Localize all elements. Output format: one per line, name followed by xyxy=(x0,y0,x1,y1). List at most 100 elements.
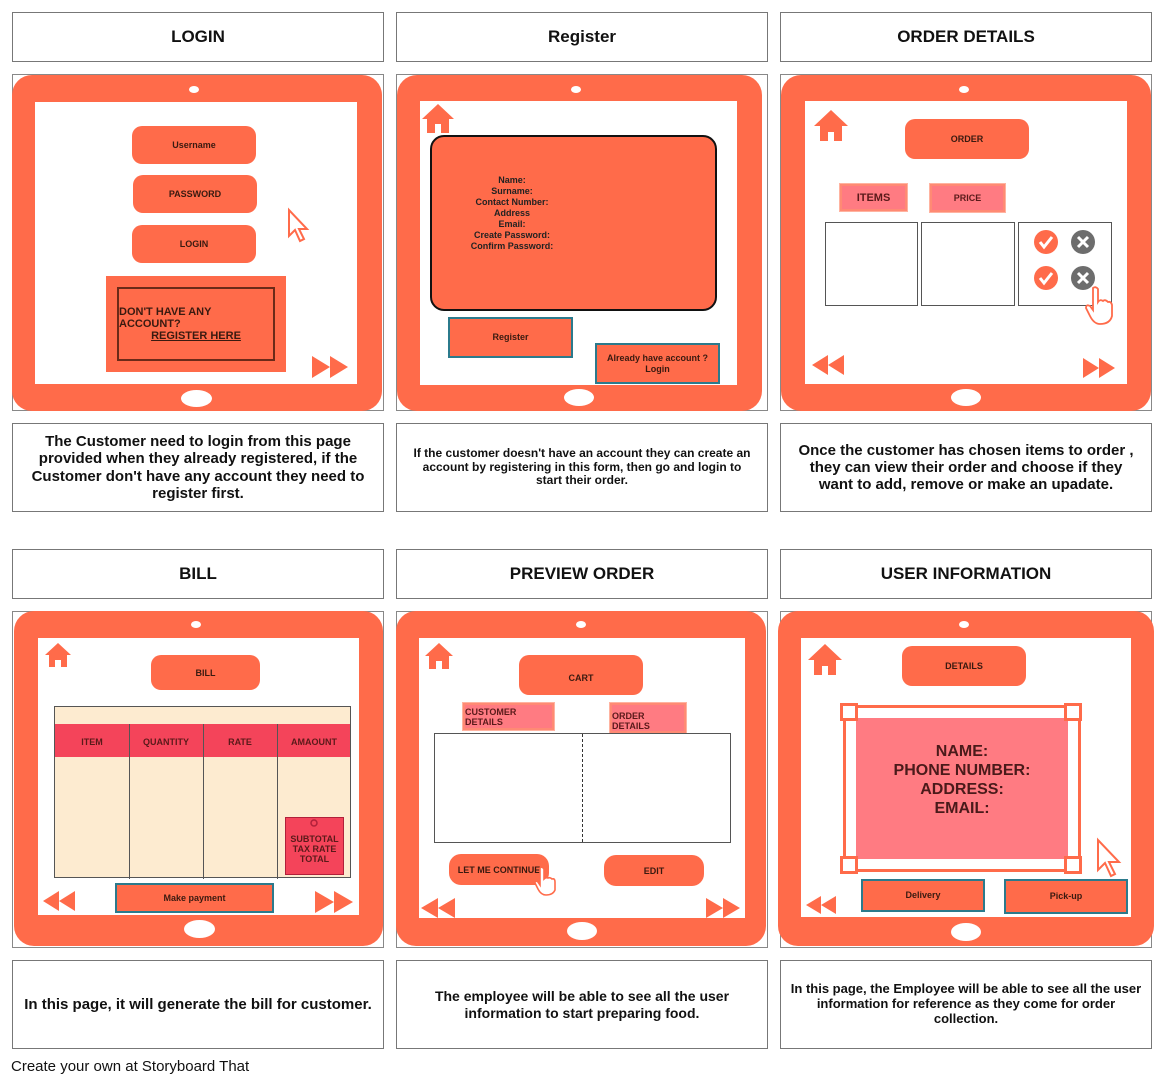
order-label-button[interactable]: ORDER xyxy=(905,119,1029,159)
bill-header-item: ITEM xyxy=(81,737,103,747)
name-field-label: Name: xyxy=(498,175,526,185)
home-icon[interactable] xyxy=(424,642,454,670)
column-divider xyxy=(277,724,278,879)
home-icon[interactable] xyxy=(44,642,72,668)
home-icon[interactable] xyxy=(813,108,849,142)
panel-title: BILL xyxy=(12,549,384,599)
rewind-icon[interactable] xyxy=(806,896,838,914)
home-button[interactable] xyxy=(564,389,594,406)
bill-label-button: BILL xyxy=(151,655,260,690)
check-icon[interactable] xyxy=(1033,265,1059,291)
address-label: ADDRESS: xyxy=(920,781,1004,798)
camera-dot xyxy=(191,621,201,628)
login-button[interactable]: LOGIN xyxy=(132,225,256,263)
remove-icon[interactable] xyxy=(1070,265,1096,291)
name-label: NAME: xyxy=(935,743,989,760)
panel-description: In this page, the Employee will be able … xyxy=(780,960,1152,1049)
items-tag: ITEMS xyxy=(839,183,908,212)
preview-divider xyxy=(582,734,583,842)
panel-title: ORDER DETAILS xyxy=(780,12,1152,62)
fast-forward-icon[interactable] xyxy=(312,356,350,378)
camera-dot xyxy=(959,621,969,628)
customer-details-tag[interactable]: CUSTOMER DETAILS xyxy=(462,702,555,731)
bill-header-rate: RATE xyxy=(228,737,252,747)
column-divider xyxy=(203,724,204,879)
camera-dot xyxy=(571,86,581,93)
order-details-tag[interactable]: ORDER DETAILS xyxy=(609,702,687,734)
bill-header-amount: AMAOUNT xyxy=(291,737,337,747)
password-field[interactable]: PASSWORD xyxy=(133,175,257,213)
fast-forward-icon[interactable] xyxy=(1083,358,1117,378)
price-box xyxy=(921,222,1015,306)
user-info-card: NAME: PHONE NUMBER: ADDRESS: EMAIL: xyxy=(856,718,1068,859)
resize-handle[interactable] xyxy=(1064,856,1082,874)
let-me-continue-button[interactable]: LET ME CONTINUE xyxy=(449,854,549,885)
rewind-icon[interactable] xyxy=(812,355,846,375)
resize-handle[interactable] xyxy=(840,856,858,874)
home-icon[interactable] xyxy=(421,102,455,134)
home-button[interactable] xyxy=(951,923,981,941)
rewind-icon[interactable] xyxy=(43,891,77,911)
cursor-arrow-icon xyxy=(1097,837,1122,878)
home-icon[interactable] xyxy=(807,642,843,676)
camera-dot xyxy=(576,621,586,628)
resize-handle[interactable] xyxy=(1064,703,1082,721)
home-button[interactable] xyxy=(181,390,212,407)
register-button[interactable]: Register xyxy=(448,317,573,358)
phone-label: PHONE NUMBER: xyxy=(893,762,1031,779)
remove-icon[interactable] xyxy=(1070,229,1096,255)
panel-description: In this page, it will generate the bill … xyxy=(12,960,384,1049)
hand-pointer-icon xyxy=(534,866,556,896)
items-box xyxy=(825,222,918,306)
fast-forward-icon[interactable] xyxy=(706,898,742,918)
panel-description: If the customer doesn't have an account … xyxy=(396,423,768,512)
form-fields: Name: Surname: Contact Number: Address E… xyxy=(432,175,592,252)
make-payment-button[interactable]: Make payment xyxy=(115,883,274,913)
home-button[interactable] xyxy=(951,389,981,406)
email-field-label: Email: xyxy=(498,219,526,229)
register-here-link[interactable]: REGISTER HERE xyxy=(151,330,241,342)
resize-handle[interactable] xyxy=(840,703,858,721)
panel-description: Once the customer has chosen items to or… xyxy=(780,423,1152,512)
panel-description: The employee will be able to see all the… xyxy=(396,960,768,1049)
panel-title: LOGIN xyxy=(12,12,384,62)
user-info-frame: NAME: PHONE NUMBER: ADDRESS: EMAIL: xyxy=(843,705,1081,872)
panel-title: Register xyxy=(396,12,768,62)
already-have-account-button[interactable]: Already have account ?Login xyxy=(595,343,720,384)
panel-description: The Customer need to login from this pag… xyxy=(12,423,384,512)
panel-title: PREVIEW ORDER xyxy=(396,549,768,599)
no-account-text: DON'T HAVE ANY ACCOUNT? xyxy=(119,306,212,330)
pickup-button[interactable]: Pick-up xyxy=(1004,879,1128,914)
home-button[interactable] xyxy=(567,922,597,940)
camera-dot xyxy=(959,86,969,93)
footer-link[interactable]: Create your own at Storyboard That xyxy=(11,1058,250,1075)
details-label-button: DETAILS xyxy=(902,646,1026,686)
cursor-arrow-icon xyxy=(288,207,310,243)
bill-header-quantity: QUANTITY xyxy=(143,737,189,747)
bill-table: ITEM QUANTITY RATE AMAOUNT xyxy=(54,706,351,879)
surname-field-label: Surname: xyxy=(491,186,533,196)
edit-button[interactable]: EDIT xyxy=(604,855,704,886)
contact-field-label: Contact Number: xyxy=(475,197,549,207)
delivery-button[interactable]: Delivery xyxy=(861,879,985,912)
registration-form[interactable]: Name: Surname: Contact Number: Address E… xyxy=(430,135,717,311)
hand-pointer-icon xyxy=(1085,286,1113,325)
username-field[interactable]: Username xyxy=(132,126,256,164)
fast-forward-icon[interactable] xyxy=(315,891,355,913)
panel-title: USER INFORMATION xyxy=(780,549,1152,599)
pin-icon xyxy=(310,819,318,827)
confirm-password-label: Confirm Password: xyxy=(470,241,554,251)
column-divider xyxy=(129,724,130,879)
bill-header-row xyxy=(55,724,350,757)
cart-label-button[interactable]: CART xyxy=(519,655,643,695)
rewind-icon[interactable] xyxy=(421,898,457,918)
create-password-label: Create Password: xyxy=(473,230,551,240)
check-icon[interactable] xyxy=(1033,229,1059,255)
preview-box xyxy=(434,733,731,843)
email-label: EMAIL: xyxy=(934,800,990,817)
camera-dot xyxy=(189,86,199,93)
price-tag: PRICE xyxy=(929,183,1006,213)
home-button[interactable] xyxy=(184,920,215,938)
register-prompt-box[interactable]: DON'T HAVE ANY ACCOUNT? REGISTER HERE xyxy=(106,276,286,372)
